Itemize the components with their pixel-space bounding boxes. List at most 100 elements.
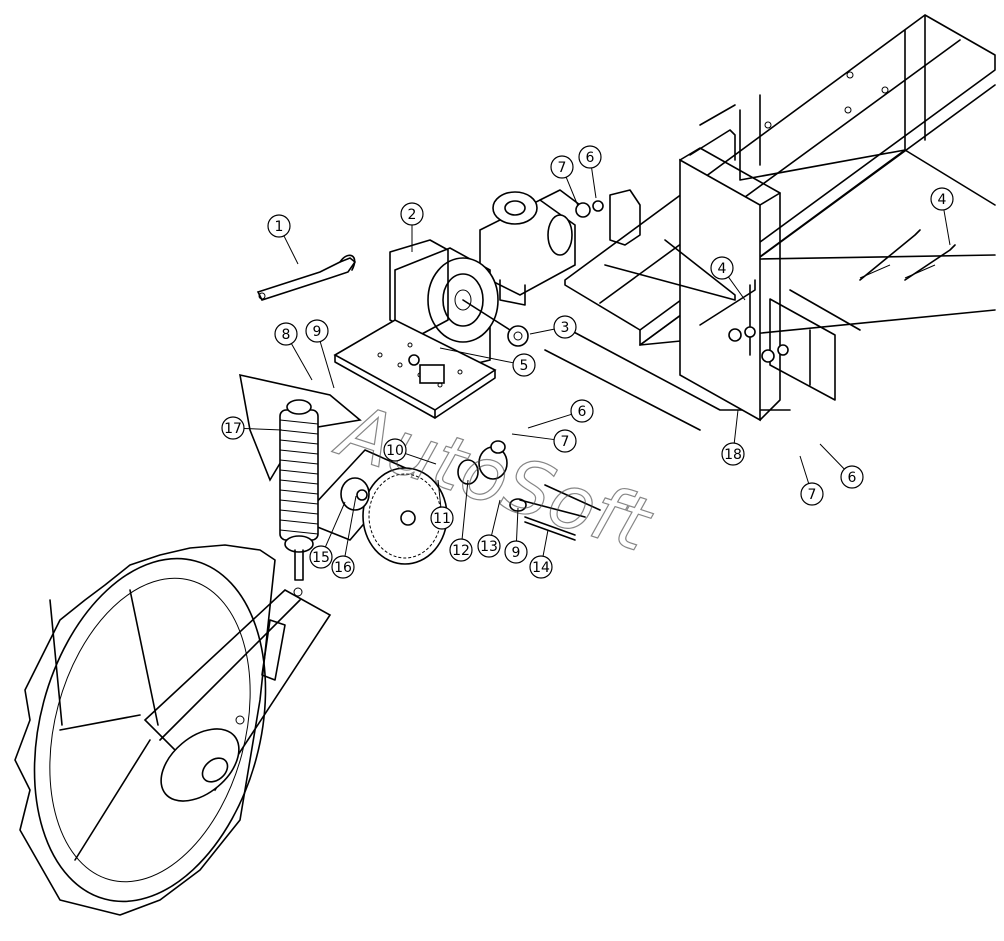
callout-ring: [512, 353, 536, 377]
callout-leader: [324, 501, 346, 548]
callout-c6b: 6: [527, 399, 594, 429]
callout-leader: [283, 235, 299, 265]
base-plate: [333, 319, 497, 419]
callout-ring: [305, 319, 329, 343]
callout-label: 15: [312, 550, 330, 566]
callout-c11: 11: [430, 479, 454, 530]
callout-ring: [721, 442, 745, 466]
callout-c18: 18: [721, 409, 745, 466]
callout-ring: [840, 465, 864, 489]
callout-c2: 2: [400, 202, 424, 252]
callout-ring: [529, 555, 553, 579]
callout-c7c: 7: [799, 455, 824, 506]
callout-leader: [461, 479, 469, 540]
callout-label: 10: [386, 443, 404, 459]
callout-ring: [550, 155, 574, 179]
callout-leader: [799, 455, 810, 484]
callout-ring: [553, 315, 577, 339]
callout-c5: 5: [439, 347, 536, 377]
callout-c1: 1: [267, 214, 299, 265]
callout-leader: [565, 176, 579, 207]
callout-label: 6: [586, 150, 595, 166]
callout-leader: [511, 433, 555, 441]
hydraulic-motor: [479, 189, 641, 306]
callout-label: 14: [532, 560, 550, 576]
callout-leader: [405, 453, 437, 465]
callout-c6a: 6: [578, 145, 602, 199]
callout-ring: [800, 482, 824, 506]
main-frame: [544, 14, 996, 431]
callout-label: 1: [275, 219, 284, 235]
callout-c9b: 9: [504, 507, 528, 564]
callout-c10: 10: [383, 438, 437, 465]
callout-ring: [930, 187, 954, 211]
wrench: [256, 254, 357, 301]
callout-label: 17: [224, 421, 242, 437]
callout-c4b: 4: [710, 256, 746, 301]
callout-label: 12: [452, 543, 470, 559]
callout-ring: [710, 256, 734, 280]
callout-c3: 3: [529, 315, 577, 339]
callout-leader: [527, 413, 572, 429]
callout-ring: [221, 416, 245, 440]
callout-leader: [319, 341, 335, 389]
callout-ring: [430, 506, 454, 530]
callout-ring: [331, 555, 355, 579]
callout-label: 7: [808, 487, 817, 503]
callout-c9a: 9: [305, 319, 335, 389]
callout-ring: [570, 399, 594, 423]
callout-c14: 14: [529, 529, 553, 579]
callout-c4a: 4: [930, 187, 954, 246]
callout-leader: [591, 167, 597, 199]
bearing-housing: [389, 239, 529, 376]
callout-ring: [578, 145, 602, 169]
callout-label: 4: [718, 261, 727, 277]
callout-leader: [243, 427, 283, 431]
u-bolts: [604, 104, 956, 363]
callout-leader: [437, 479, 442, 508]
callout-leader: [943, 209, 951, 246]
callout-ring: [400, 202, 424, 226]
callout-leader: [344, 495, 357, 557]
callout-ring: [477, 534, 501, 558]
callout-c7a: 7: [550, 155, 579, 207]
spring-assembly: [279, 399, 319, 581]
callout-leader: [733, 409, 739, 444]
callout-label: 7: [561, 434, 570, 450]
callout-label: 9: [313, 324, 322, 340]
callout-c13: 13: [477, 499, 501, 558]
callout-label: 18: [724, 447, 742, 463]
callout-label: 2: [408, 207, 417, 223]
callout-label: 3: [561, 320, 570, 336]
callout-c12: 12: [449, 479, 473, 562]
callout-c8: 8: [274, 322, 313, 381]
callout-label: 16: [334, 560, 352, 576]
callout-label: 4: [938, 192, 947, 208]
callout-label: 5: [520, 358, 529, 374]
callout-leader: [516, 507, 519, 542]
callout-ring: [449, 538, 473, 562]
callout-leader: [529, 328, 555, 335]
callout-leader: [728, 276, 746, 301]
callout-label: 9: [512, 545, 521, 561]
callout-ring: [309, 545, 333, 569]
callout-leader: [819, 443, 845, 470]
callout-leader: [439, 347, 514, 364]
callout-label: 7: [558, 160, 567, 176]
fasteners: [457, 440, 601, 541]
callout-c15: 15: [309, 501, 346, 569]
callout-ring: [553, 429, 577, 453]
callout-label: 13: [480, 539, 498, 555]
square-tube: [679, 147, 861, 422]
callout-ring: [267, 214, 291, 238]
callout-label: 11: [433, 511, 451, 527]
callout-c17: 17: [221, 416, 283, 440]
callout-leader: [542, 529, 549, 557]
callout-leader: [491, 499, 501, 536]
callout-label: 6: [578, 404, 587, 420]
callout-ring: [383, 438, 407, 462]
callout-c6c: 6: [819, 443, 864, 489]
callout-leader: [290, 343, 313, 381]
